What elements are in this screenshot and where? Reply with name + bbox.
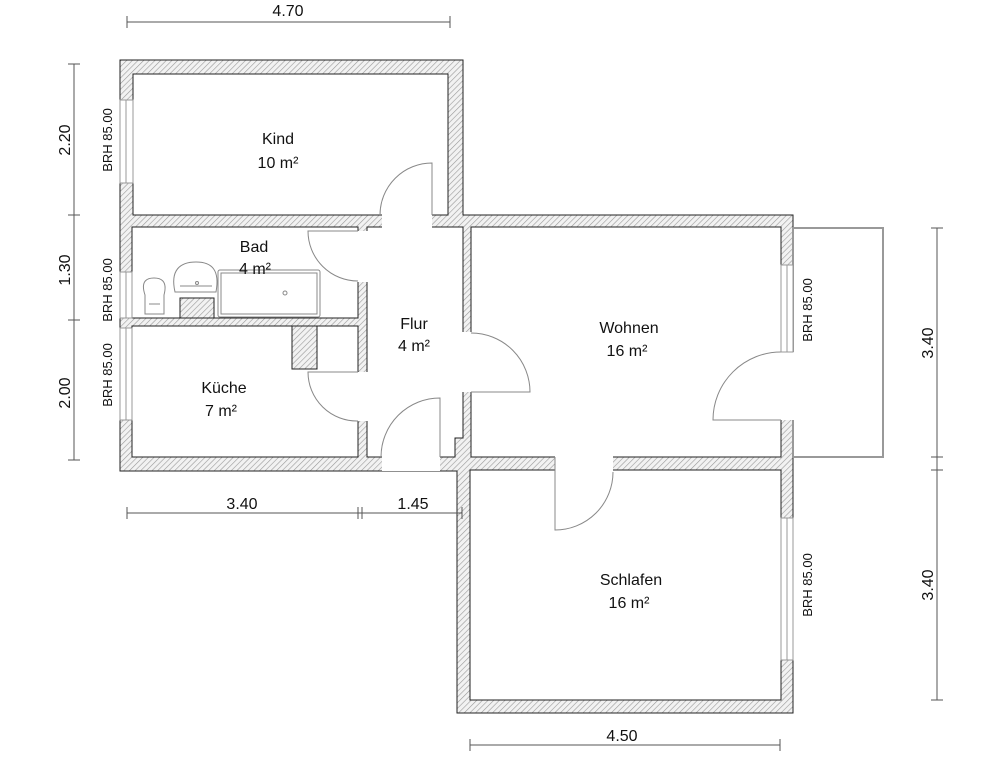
window-schlafen (780, 517, 794, 661)
room-area: 16 m² (607, 343, 649, 360)
dim-left: 1.30 (57, 254, 74, 285)
room-kueche (131, 325, 359, 458)
room-area: 4 m² (239, 261, 272, 278)
sink-icon (173, 261, 218, 293)
door-balcony[interactable] (712, 351, 782, 421)
dim-bottom: 4.50 (606, 728, 637, 745)
dimension-labels: 4.70 2.20 1.30 2.00 3.40 1.45 4.50 3.40 … (57, 3, 937, 745)
brh-label: BRH 85.00 (100, 108, 115, 172)
brh-label: BRH 85.00 (100, 258, 115, 322)
chimney-kueche (291, 325, 318, 370)
window-kueche (119, 327, 133, 421)
room-wohnen (470, 226, 782, 458)
room-kind (132, 73, 449, 216)
room-area: 7 m² (205, 403, 238, 420)
room-name: Kind (262, 131, 294, 148)
room-name: Bad (240, 239, 268, 256)
bathtub-icon (217, 269, 321, 318)
dim-right: 3.40 (920, 569, 937, 600)
dim-top: 4.70 (272, 3, 303, 20)
window-kind (119, 99, 134, 184)
brh-label: BRH 85.00 (800, 553, 815, 617)
room-schlafen (469, 469, 782, 701)
window-labels: BRH 85.00 BRH 85.00 BRH 85.00 BRH 85.00 … (100, 108, 815, 617)
window-bad (119, 271, 133, 319)
dimension-lines (68, 16, 943, 751)
room-name: Flur (400, 316, 428, 333)
brh-label: BRH 85.00 (100, 343, 115, 407)
chimney-bad (179, 297, 215, 319)
door-schlafen[interactable] (554, 457, 614, 531)
room-name: Wohnen (599, 320, 658, 337)
toilet-icon (142, 277, 166, 315)
dim-left: 2.00 (57, 377, 74, 408)
brh-label: BRH 85.00 (800, 278, 815, 342)
room-labels: Kind 10 m² Bad 4 m² Küche 7 m² Flur 4 m²… (201, 131, 662, 612)
room-name: Küche (201, 380, 246, 397)
dim-left: 2.20 (57, 124, 74, 155)
room-area: 4 m² (398, 338, 431, 355)
room-area: 10 m² (258, 155, 300, 172)
dim-bottom: 1.45 (397, 496, 428, 513)
room-area: 16 m² (609, 595, 651, 612)
window-wohnen (780, 264, 794, 353)
dim-right: 3.40 (920, 327, 937, 358)
door-bad[interactable] (307, 230, 359, 282)
room-flur (366, 226, 464, 458)
door-kind[interactable] (379, 162, 433, 216)
dim-bottom: 3.40 (226, 496, 257, 513)
door-entrance[interactable] (380, 397, 441, 458)
door-wohnen[interactable] (470, 332, 531, 393)
door-kueche[interactable] (307, 371, 359, 422)
room-name: Schlafen (600, 572, 662, 589)
